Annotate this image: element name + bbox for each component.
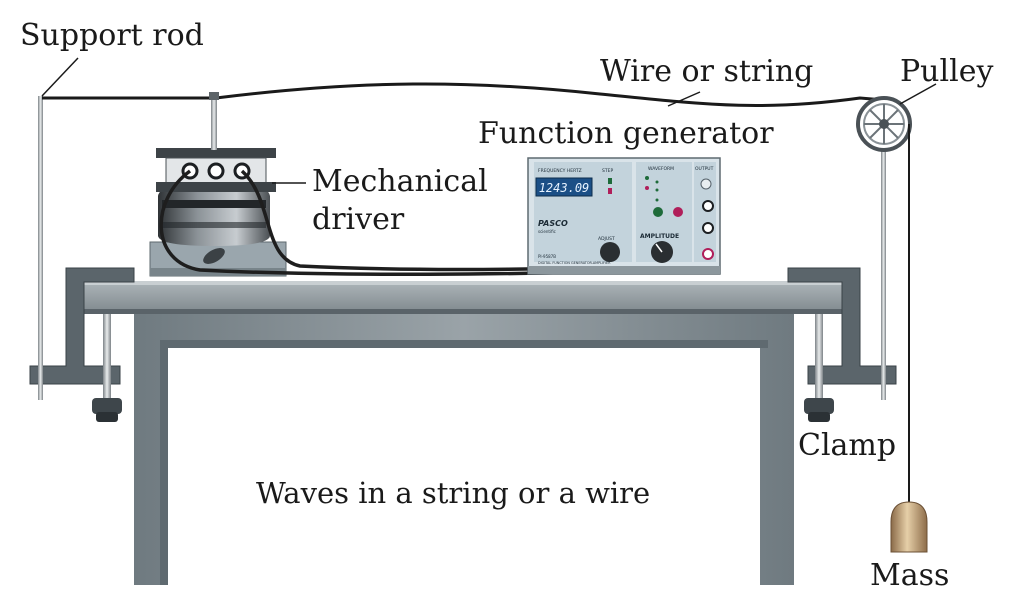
svg-text:FREQUENCY HERTZ: FREQUENCY HERTZ (538, 168, 582, 174)
function-generator: 1243.09 FREQUENCY HERTZ STEP WAVEFORM OU… (527, 157, 721, 275)
clamp-left (29, 267, 135, 422)
mechanical-driver (149, 92, 287, 277)
pulley (856, 96, 912, 152)
table-top (84, 281, 842, 314)
wire (42, 82, 885, 108)
table-top-bottom (84, 309, 842, 314)
frequency-display-value: 1243.09 (539, 181, 590, 195)
svg-text:scientific: scientific (538, 229, 556, 234)
table-inner-edge-left (160, 340, 168, 585)
svg-text:STEP: STEP (602, 168, 613, 174)
label-mass: Mass (870, 558, 950, 593)
svg-text:OUTPUT: OUTPUT (695, 166, 714, 172)
table-top-edge (84, 281, 842, 285)
figure-caption: Waves in a string or a wire (256, 476, 651, 510)
svg-text:PI-9587B: PI-9587B (538, 254, 556, 259)
mass-icon (890, 501, 928, 553)
label-pulley: Pulley (900, 54, 994, 89)
label-mechanical-driver-line1: Mechanical (312, 164, 488, 199)
support-rod-pointer (41, 57, 79, 97)
label-support-rod: Support rod (20, 18, 204, 53)
svg-text:PASCO: PASCO (538, 219, 568, 228)
svg-text:DIGITAL FUNCTION GENERATOR-AMP: DIGITAL FUNCTION GENERATOR-AMPLIFIER (538, 261, 611, 265)
pulley-pointer (899, 83, 937, 105)
pulley-rod (881, 120, 886, 400)
driver-shaft (211, 96, 217, 150)
frequency-display (535, 177, 593, 197)
label-wire-or-string: Wire or string (600, 54, 814, 89)
label-clamp: Clamp (798, 428, 897, 463)
table-opening (168, 348, 760, 585)
table (84, 281, 842, 585)
table-inner-edge-top (160, 340, 768, 348)
wire-pointer (667, 91, 701, 107)
clamp-right (787, 267, 897, 422)
support-rod (38, 96, 43, 400)
adjust-knob (600, 242, 620, 262)
svg-text:ADJUST: ADJUST (598, 236, 615, 242)
svg-text:WAVEFORM: WAVEFORM (648, 166, 674, 172)
label-mechanical-driver-line2: driver (312, 202, 405, 237)
svg-text:AMPLITUDE: AMPLITUDE (640, 233, 679, 240)
label-function-generator: Function generator (478, 116, 774, 151)
